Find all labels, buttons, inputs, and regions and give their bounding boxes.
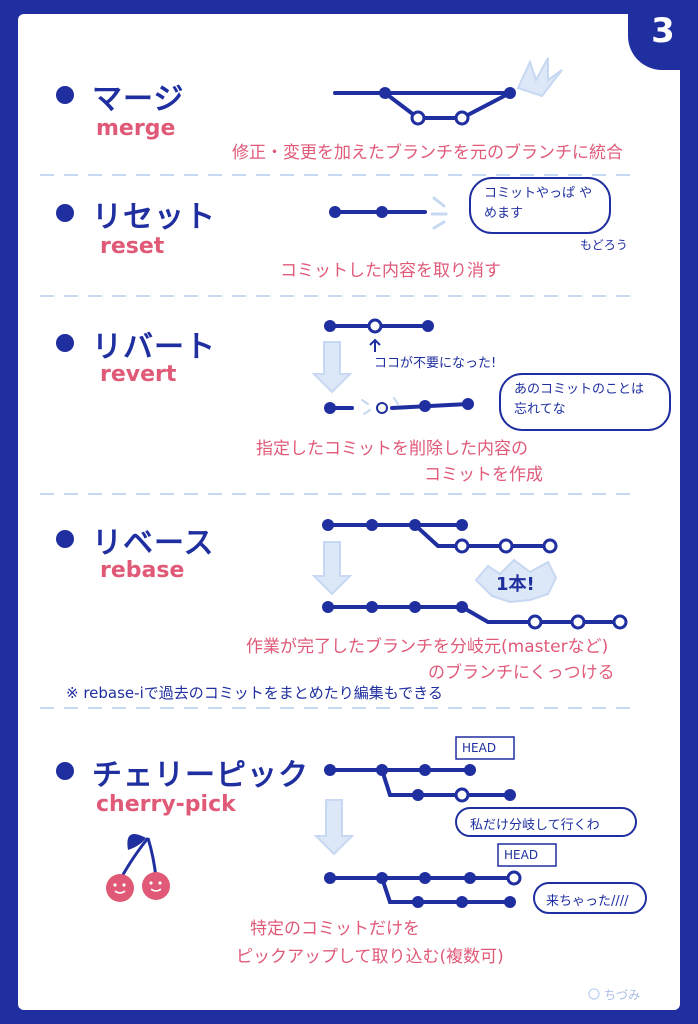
title-reset: リセット bbox=[92, 200, 216, 235]
revert-speech-bubble bbox=[499, 373, 671, 431]
revert-bubble-text: あのコミットのことは 忘れてな bbox=[514, 382, 645, 417]
cherry-bubble-text-2: 来ちゃった//// bbox=[546, 894, 629, 909]
bullet-cherry-pick bbox=[56, 762, 74, 780]
rebase-commits-after bbox=[322, 601, 628, 630]
cherry-speech-bubble bbox=[455, 807, 637, 837]
desc-reset: コミットした内容を取り消す bbox=[280, 261, 501, 281]
romaji-revert: revert bbox=[100, 362, 177, 387]
page-number: 3 bbox=[628, 0, 698, 70]
commit-node bbox=[504, 87, 516, 99]
head-tag-box-2 bbox=[497, 843, 557, 867]
cherry-speech-bubble-2 bbox=[533, 882, 647, 914]
romaji-merge: merge bbox=[96, 116, 176, 141]
desc-rebase: 作業が完了したブランチを分岐元(masterなど) bbox=[246, 637, 609, 657]
romaji-rebase: rebase bbox=[100, 558, 185, 583]
reset-spark-icon bbox=[430, 196, 448, 230]
reset-bubble-text: コミットやっぱ やめます bbox=[484, 186, 593, 221]
head-label-2: HEAD bbox=[504, 848, 539, 862]
desc-cherry-pick-2: ピックアップして取り込む(複数可) bbox=[236, 947, 504, 967]
title-cherry-pick: チェリーピック bbox=[92, 758, 309, 793]
cherry-commits-before bbox=[324, 764, 516, 803]
revert-down-arrow-icon bbox=[311, 341, 353, 394]
head-label: HEAD bbox=[462, 741, 497, 755]
title-revert: リバート bbox=[92, 330, 216, 365]
cherry-graph-before bbox=[328, 768, 512, 797]
revert-graph-after bbox=[324, 397, 474, 415]
commit-node bbox=[379, 87, 391, 99]
rebase-commits-before bbox=[322, 519, 558, 554]
bullet-merge bbox=[56, 86, 74, 104]
reset-speech-bubble bbox=[469, 177, 611, 234]
rebase-badge-text: 1本! bbox=[496, 574, 535, 595]
smiley-icon bbox=[588, 988, 600, 1000]
cherry-down-arrow-icon bbox=[313, 799, 355, 856]
title-merge: マージ bbox=[92, 82, 185, 117]
rebase-burst-badge bbox=[474, 558, 558, 604]
commit-node bbox=[410, 110, 426, 126]
cherry-bubble-text: 私だけ分岐して行くわ bbox=[470, 818, 600, 833]
head-tag-box bbox=[455, 736, 515, 760]
up-arrow-icon bbox=[369, 338, 381, 352]
commit-node bbox=[454, 110, 470, 126]
sparkle-icon bbox=[361, 397, 399, 415]
bullet-rebase bbox=[56, 530, 74, 548]
desc-revert-2: コミットを作成 bbox=[424, 465, 543, 485]
desc-revert: 指定したコミットを削除した内容の bbox=[256, 439, 528, 459]
desc-merge: 修正・変更を加えたブランチを元のブランチに統合 bbox=[232, 143, 623, 163]
rebase-footnote: ※ rebase-iで過去のコミットをまとめたり編集もできる bbox=[66, 684, 443, 702]
desc-cherry-pick: 特定のコミットだけを bbox=[250, 919, 420, 939]
merge-commits bbox=[379, 87, 516, 126]
revert-graph-before bbox=[324, 318, 434, 352]
merge-spark-icon bbox=[516, 57, 563, 98]
reset-note: もどろう bbox=[580, 238, 628, 252]
bullet-reset bbox=[56, 204, 74, 222]
cherry-commits-after bbox=[324, 870, 522, 908]
reset-graph bbox=[329, 206, 427, 218]
section-separators bbox=[40, 174, 640, 709]
revert-arrow-label: ココが不要になった! bbox=[374, 356, 497, 371]
romaji-cherry-pick: cherry-pick bbox=[96, 792, 236, 817]
cherry-illustration-icon bbox=[106, 834, 170, 902]
romaji-reset: reset bbox=[100, 234, 165, 259]
desc-rebase-2: のブランチにくっつける bbox=[428, 663, 615, 683]
merge-graph bbox=[333, 91, 512, 120]
rebase-down-arrow-icon bbox=[311, 541, 353, 596]
signature: ちづみ bbox=[604, 988, 641, 1002]
bullet-revert bbox=[56, 334, 74, 352]
title-rebase: リベース bbox=[92, 526, 215, 561]
rebase-graph-before bbox=[326, 523, 552, 548]
